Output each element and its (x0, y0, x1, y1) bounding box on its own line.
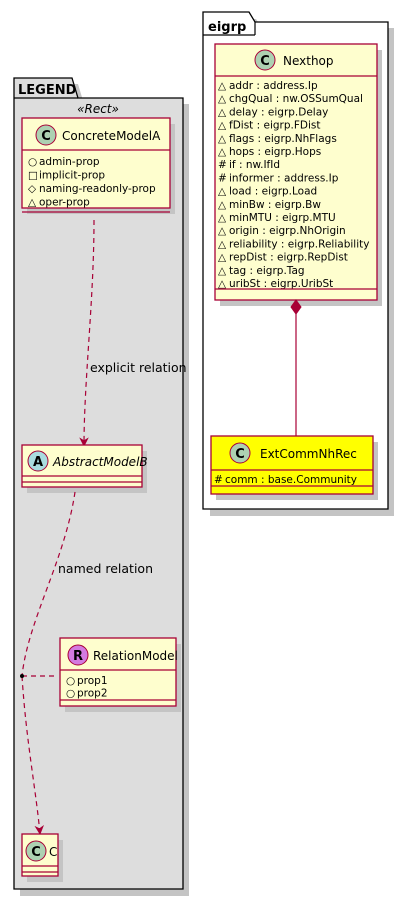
visibility-package-icon: △ (218, 278, 227, 290)
visibility-package-icon: △ (218, 133, 227, 145)
svg-text:A: A (33, 455, 43, 470)
edge-named-label: named relation (58, 561, 153, 576)
class-member: implicit-prop (39, 170, 105, 182)
class-member: uribSt : eigrp.UribSt (229, 278, 333, 290)
class-nexthop-members: △addr : address.Ip△chgQual : nw.OSSumQua… (218, 80, 369, 290)
edge-named-relation: named relation (20, 491, 153, 835)
visibility-package-icon: △ (218, 106, 227, 118)
visibility-package-icon: △ (28, 197, 37, 209)
visibility-package-icon: △ (218, 199, 227, 211)
class-concrete-model-a-members: ○admin-prop□implicit-prop◇naming-readonl… (28, 156, 156, 209)
class-relation-model[interactable]: R RelationModel ○prop1○prop2 (59, 637, 181, 712)
class-extcommnhrec-members: #comm : base.Community (214, 474, 357, 486)
relation-joint-dot (20, 674, 24, 678)
class-member: delay : eigrp.Delay (229, 106, 328, 118)
class-nexthop-name: Nexthop (283, 54, 334, 68)
visibility-package-icon: △ (218, 212, 227, 224)
class-member: reliability : eigrp.Reliability (229, 238, 369, 250)
legend-stereotype: «Rect» (77, 102, 119, 116)
class-member: minMTU : eigrp.MTU (229, 212, 336, 224)
class-circle-icon: C (35, 124, 57, 146)
edge-explicit-relation: explicit relation (79, 219, 187, 447)
diamond-icon (290, 299, 302, 315)
visibility-package-icon: △ (218, 80, 227, 92)
visibility-protected-icon: # (218, 172, 227, 184)
class-nexthop[interactable]: C Nexthop △addr : address.Ip△chgQual : n… (214, 43, 382, 306)
class-member: repDist : eigrp.RepDist (229, 252, 348, 264)
visibility-readonly-icon: ◇ (28, 183, 37, 195)
class-member: informer : address.Ip (229, 172, 339, 184)
edge-explicit-label: explicit relation (90, 360, 187, 375)
class-member: if : nw.IfId (229, 159, 280, 171)
abstract-circle-icon: A (27, 450, 49, 472)
class-member: flags : eigrp.NhFlags (229, 133, 337, 145)
class-member: oper-prop (39, 197, 90, 209)
class-extcommnhrec-name: ExtCommNhRec (260, 447, 357, 461)
package-legend-title: LEGEND (18, 83, 77, 98)
package-eigrp-title: eigrp (208, 20, 246, 35)
visibility-protected-icon: # (214, 474, 223, 486)
visibility-private-icon: □ (28, 170, 38, 182)
visibility-package-icon: △ (218, 252, 227, 264)
class-member: tag : eigrp.Tag (229, 265, 305, 277)
class-member: comm : base.Community (225, 474, 357, 486)
visibility-public-icon: ○ (66, 675, 75, 687)
class-circle-icon: C (254, 49, 276, 71)
visibility-package-icon: △ (218, 225, 227, 237)
class-member: prop1 (77, 675, 108, 687)
class-c-name: C (49, 845, 57, 859)
visibility-package-icon: △ (218, 238, 227, 250)
visibility-package-icon: △ (218, 146, 227, 158)
class-member: fDist : eigrp.FDist (229, 120, 321, 132)
relation-circle-icon: R (67, 644, 89, 666)
class-member: hops : eigrp.Hops (229, 146, 321, 158)
visibility-protected-icon: # (218, 159, 227, 171)
visibility-package-icon: △ (218, 93, 227, 105)
class-relation-model-name: RelationModel (93, 649, 178, 663)
visibility-package-icon: △ (218, 265, 227, 277)
svg-text:R: R (73, 649, 83, 664)
class-circle-icon: C (25, 840, 47, 862)
class-member: origin : eigrp.NhOrigin (229, 225, 346, 237)
svg-text:C: C (235, 447, 245, 462)
visibility-public-icon: ○ (28, 156, 37, 168)
svg-text:C: C (41, 129, 51, 144)
class-extcommnhrec[interactable]: C ExtCommNhRec #comm : base.Community (210, 435, 378, 500)
visibility-public-icon: ○ (66, 688, 75, 700)
class-member: addr : address.Ip (229, 80, 318, 92)
class-member: load : eigrp.Load (229, 186, 317, 198)
class-c[interactable]: C C (21, 833, 63, 882)
svg-text:C: C (260, 54, 270, 69)
class-abstract-model-b-name: AbstractModelB (52, 455, 148, 469)
class-concrete-model-a-name: ConcreteModelA (62, 129, 161, 143)
edge-composition (290, 299, 302, 436)
visibility-package-icon: △ (218, 186, 227, 198)
class-concrete-model-a[interactable]: C ConcreteModelA ○admin-prop□implicit-pr… (21, 117, 175, 214)
svg-text:C: C (31, 845, 41, 860)
class-member: chgQual : nw.OSSumQual (229, 93, 363, 105)
class-member: naming-readonly-prop (39, 183, 156, 195)
class-member: minBw : eigrp.Bw (229, 199, 321, 211)
visibility-package-icon: △ (218, 120, 227, 132)
class-circle-icon: C (229, 442, 251, 464)
class-abstract-model-b[interactable]: A AbstractModelB (21, 444, 148, 493)
class-member: prop2 (77, 688, 108, 700)
class-member: admin-prop (39, 156, 100, 168)
class-relation-model-members: ○prop1○prop2 (66, 675, 108, 700)
